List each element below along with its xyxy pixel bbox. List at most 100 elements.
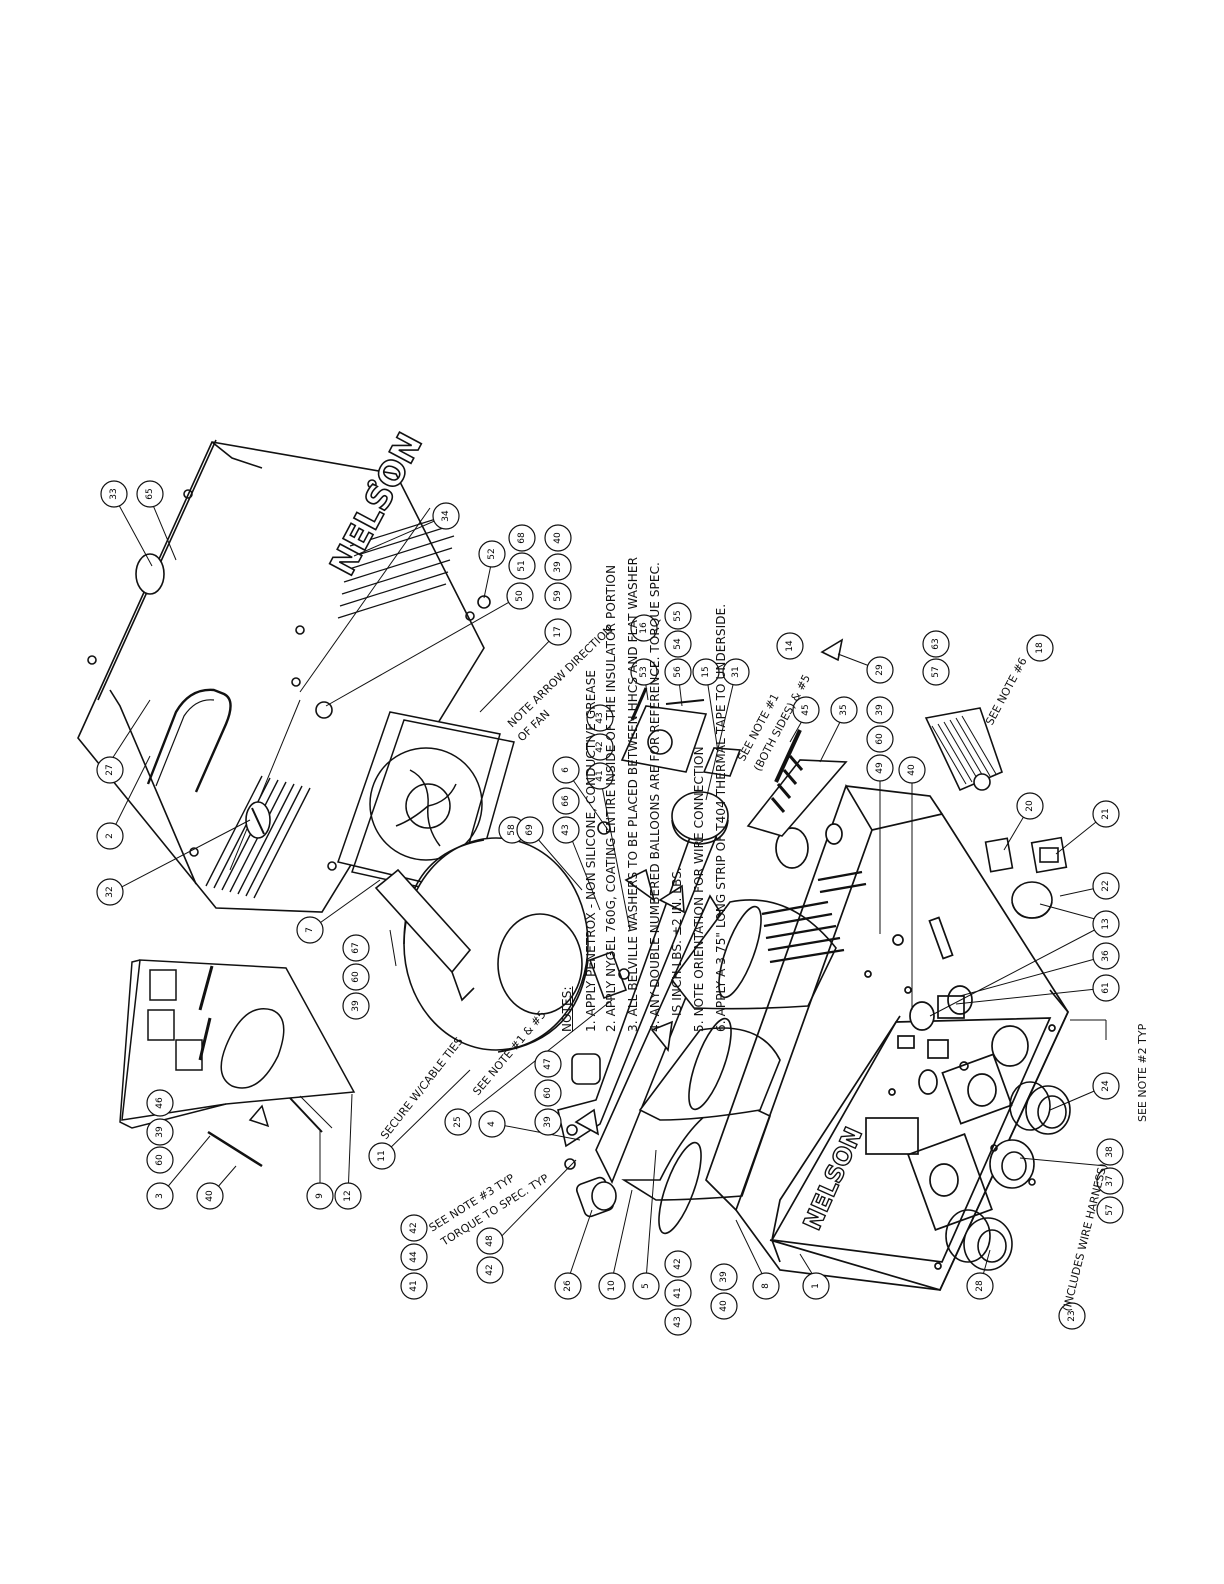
balloon-2: 2 xyxy=(96,822,124,850)
balloon-66: 66 xyxy=(552,787,580,815)
balloon-number: 42 xyxy=(485,1264,495,1275)
balloon-number: 49 xyxy=(875,762,885,774)
balloon-circle xyxy=(552,787,580,815)
balloon-number: 47 xyxy=(543,1058,553,1069)
balloon-number: 36 xyxy=(1101,950,1111,962)
balloon-43: 43 xyxy=(664,1308,692,1336)
callout-wire-harness: (INCLUDES WIRE HARNESS) xyxy=(1060,1162,1109,1313)
balloon-circle xyxy=(710,1292,738,1320)
balloon-56: 56 xyxy=(664,658,692,686)
balloon-circle xyxy=(544,618,572,646)
balloon-39: 39 xyxy=(146,1118,174,1146)
balloon-39: 39 xyxy=(866,696,894,724)
balloon-circle xyxy=(966,1272,994,1300)
balloon-number: 42 xyxy=(673,1258,683,1269)
balloon-number: 55 xyxy=(673,610,683,621)
balloon-circle xyxy=(400,1272,428,1300)
balloon-circle xyxy=(508,552,536,580)
balloon-number: 28 xyxy=(975,1280,985,1292)
balloon-circle xyxy=(516,816,544,844)
balloon-43: 43 xyxy=(586,704,614,732)
balloon-number: 53 xyxy=(639,666,649,677)
balloon-number: 12 xyxy=(343,1190,353,1201)
balloon-number: 9 xyxy=(315,1193,325,1199)
balloon-number: 32 xyxy=(105,886,115,897)
balloon-circle xyxy=(342,934,370,962)
balloon-1: 1 xyxy=(802,1272,830,1300)
balloon-number: 60 xyxy=(543,1087,553,1099)
balloon-circle xyxy=(586,762,614,790)
balloon-number: 45 xyxy=(801,704,811,715)
balloon-circle xyxy=(830,696,858,724)
balloon-number: 5 xyxy=(641,1283,651,1289)
balloon-49: 49 xyxy=(866,754,894,782)
balloon-7: 7 xyxy=(296,916,324,944)
balloon-circle xyxy=(306,1182,334,1210)
balloon-circle xyxy=(752,1272,780,1300)
balloon-6: 6 xyxy=(552,756,580,784)
balloon-circle xyxy=(792,696,820,724)
balloon-60: 60 xyxy=(534,1079,562,1107)
balloon-number: 15 xyxy=(701,666,711,677)
balloon-number: 39 xyxy=(553,561,563,573)
balloon-number: 58 xyxy=(507,824,517,836)
toroid-transformer xyxy=(374,837,589,1053)
balloon-41: 41 xyxy=(400,1272,428,1300)
balloon-circle xyxy=(630,658,658,686)
balloon-37: 37 xyxy=(1096,1167,1124,1195)
balloon-26: 26 xyxy=(554,1272,582,1300)
balloon-53: 53 xyxy=(630,658,658,686)
balloon-number: 68 xyxy=(517,532,527,544)
balloon-34: 34 xyxy=(432,502,460,530)
balloon-circle xyxy=(508,524,536,552)
balloon-circle xyxy=(1058,1302,1086,1330)
balloon-number: 40 xyxy=(553,532,563,544)
balloon-number: 46 xyxy=(155,1097,165,1109)
balloon-number: 43 xyxy=(561,824,571,835)
balloon-circle xyxy=(722,658,750,686)
balloon-number: 31 xyxy=(731,666,741,677)
balloon-21: 21 xyxy=(1092,800,1120,828)
balloon-number: 41 xyxy=(595,770,605,781)
balloon-63: 63 xyxy=(922,630,950,658)
balloon-number: 26 xyxy=(563,1280,573,1292)
balloon-number: 22 xyxy=(1101,880,1111,891)
balloon-number: 43 xyxy=(595,712,605,723)
main-chassis xyxy=(705,784,1069,1292)
balloon-number: 35 xyxy=(839,704,849,715)
balloon-13: 13 xyxy=(1092,910,1120,938)
balloon-circle xyxy=(544,524,572,552)
balloon-number: 27 xyxy=(105,764,115,775)
balloon-24: 24 xyxy=(1092,1072,1120,1100)
balloon-circle xyxy=(630,614,658,642)
note-2: 2. APPLY NYGEL 760G, COATING ENTIRE INSI… xyxy=(604,564,618,1032)
balloon-circle xyxy=(342,992,370,1020)
balloon-number: 63 xyxy=(931,638,941,649)
balloon-circle xyxy=(1092,942,1120,970)
balloon-5: 5 xyxy=(632,1272,660,1300)
balloon-circle xyxy=(136,480,164,508)
balloon-51: 51 xyxy=(508,552,536,580)
callout-see-note-6: SEE NOTE #6 xyxy=(983,655,1030,727)
balloon-61: 61 xyxy=(1092,974,1120,1002)
balloon-circle xyxy=(196,1182,224,1210)
balloon-number: 57 xyxy=(1105,1204,1115,1215)
balloon-circle xyxy=(296,916,324,944)
balloon-42: 42 xyxy=(586,733,614,761)
balloon-54: 54 xyxy=(664,630,692,658)
balloon-40: 40 xyxy=(196,1182,224,1210)
balloon-circle xyxy=(96,756,124,784)
balloon-circle xyxy=(866,754,894,782)
part-balloons: 1234567891011121314151617182021222324252… xyxy=(96,480,1124,1336)
balloon-circle xyxy=(586,704,614,732)
balloon-circle xyxy=(478,1110,506,1138)
callout-see-note-2: SEE NOTE #2 TYP xyxy=(1136,1023,1149,1122)
balloon-39: 39 xyxy=(342,992,370,1020)
balloon-17: 17 xyxy=(544,618,572,646)
balloon-28: 28 xyxy=(966,1272,994,1300)
balloon-59: 59 xyxy=(544,582,572,610)
balloon-number: 29 xyxy=(875,664,885,676)
balloon-circle xyxy=(544,582,572,610)
balloon-circle xyxy=(1016,792,1044,820)
